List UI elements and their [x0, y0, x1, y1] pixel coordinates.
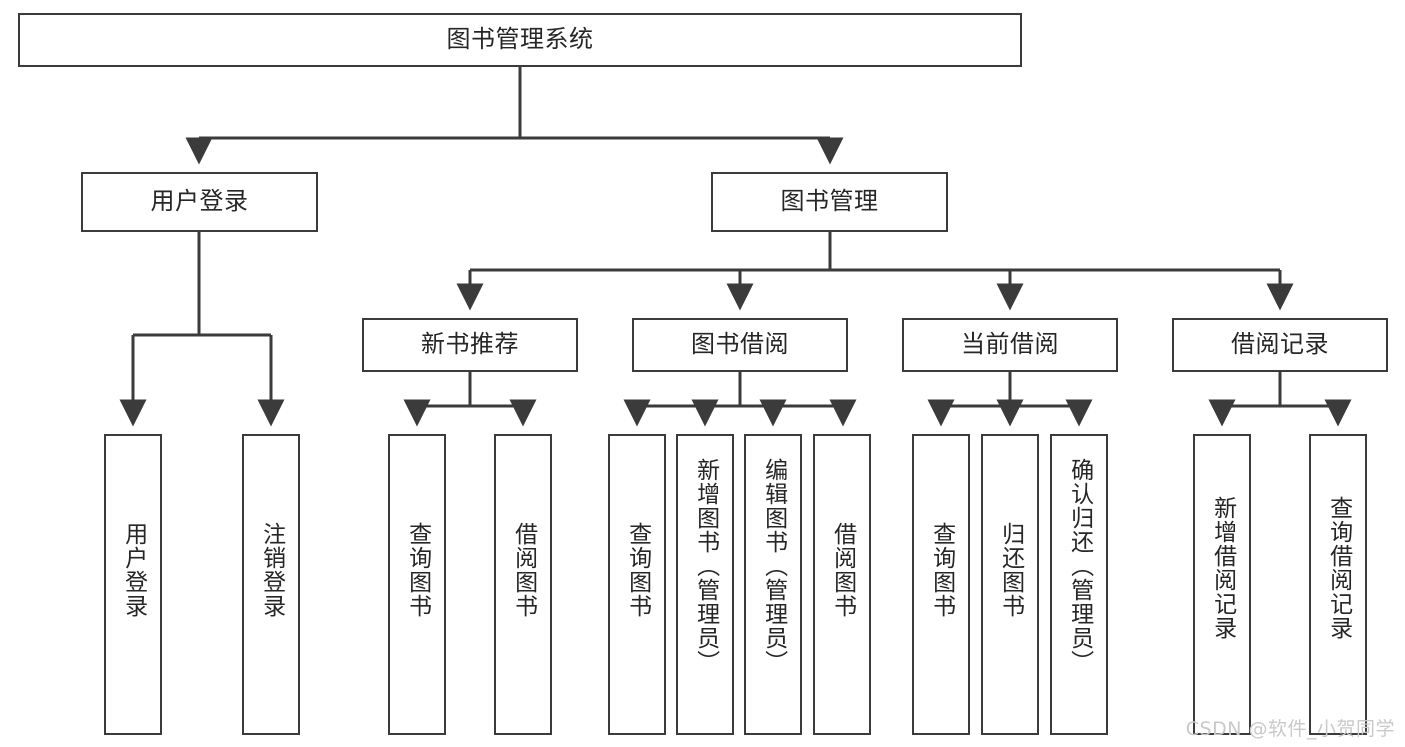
leaf-bb-add-book-label: 新增图书（管理员）	[692, 458, 719, 674]
leaf-user-login-label: 用户登录	[120, 522, 147, 618]
leaf-new-book-query[interactable]: 查询图书	[388, 434, 446, 735]
leaf-cb-confirm-return-label: 确认归还（管理员）	[1066, 458, 1093, 674]
leaf-bb-query-book[interactable]: 查询图书	[608, 434, 666, 735]
leaf-new-book-borrow-label: 借阅图书	[510, 522, 537, 618]
leaf-bb-edit-book-label: 编辑图书（管理员）	[760, 458, 787, 674]
node-root[interactable]: 图书管理系统	[18, 13, 1022, 67]
leaf-br-query-record-label: 查询借阅记录	[1325, 496, 1352, 640]
leaf-new-book-borrow[interactable]: 借阅图书	[494, 434, 552, 735]
leaf-bb-add-book[interactable]: 新增图书（管理员）	[676, 434, 734, 735]
node-new-book-recommend-label: 新书推荐	[421, 330, 519, 359]
node-root-label: 图书管理系统	[446, 25, 594, 54]
node-book-management-label: 图书管理	[780, 187, 879, 216]
leaf-bb-edit-book[interactable]: 编辑图书（管理员）	[744, 434, 802, 735]
leaf-new-book-query-label: 查询图书	[404, 522, 431, 618]
leaf-user-login[interactable]: 用户登录	[104, 434, 162, 735]
node-borrow-record[interactable]: 借阅记录	[1172, 318, 1388, 372]
node-new-book-recommend[interactable]: 新书推荐	[362, 318, 578, 372]
node-book-borrow-label: 图书借阅	[691, 330, 789, 359]
leaf-cb-query-book[interactable]: 查询图书	[912, 434, 970, 735]
leaf-bb-borrow-book-label: 借阅图书	[829, 522, 856, 618]
leaf-cb-confirm-return[interactable]: 确认归还（管理员）	[1050, 434, 1108, 735]
node-book-management[interactable]: 图书管理	[711, 172, 948, 232]
node-current-borrow-label: 当前借阅	[961, 330, 1059, 359]
node-borrow-record-label: 借阅记录	[1231, 330, 1329, 359]
leaf-cb-return-book[interactable]: 归还图书	[981, 434, 1039, 735]
leaf-logout-label: 注销登录	[258, 522, 285, 618]
leaf-cb-query-book-label: 查询图书	[928, 522, 955, 618]
node-user-login-label: 用户登录	[150, 187, 249, 216]
node-current-borrow[interactable]: 当前借阅	[902, 318, 1118, 372]
leaf-bb-borrow-book[interactable]: 借阅图书	[813, 434, 871, 735]
leaf-br-query-record[interactable]: 查询借阅记录	[1309, 434, 1367, 735]
leaf-br-add-record-label: 新增借阅记录	[1209, 496, 1236, 640]
leaf-bb-query-book-label: 查询图书	[624, 522, 651, 618]
node-user-login[interactable]: 用户登录	[81, 172, 318, 232]
node-book-borrow[interactable]: 图书借阅	[632, 318, 848, 372]
leaf-logout[interactable]: 注销登录	[242, 434, 300, 735]
leaf-cb-return-book-label: 归还图书	[997, 522, 1024, 618]
leaf-br-add-record[interactable]: 新增借阅记录	[1193, 434, 1251, 735]
